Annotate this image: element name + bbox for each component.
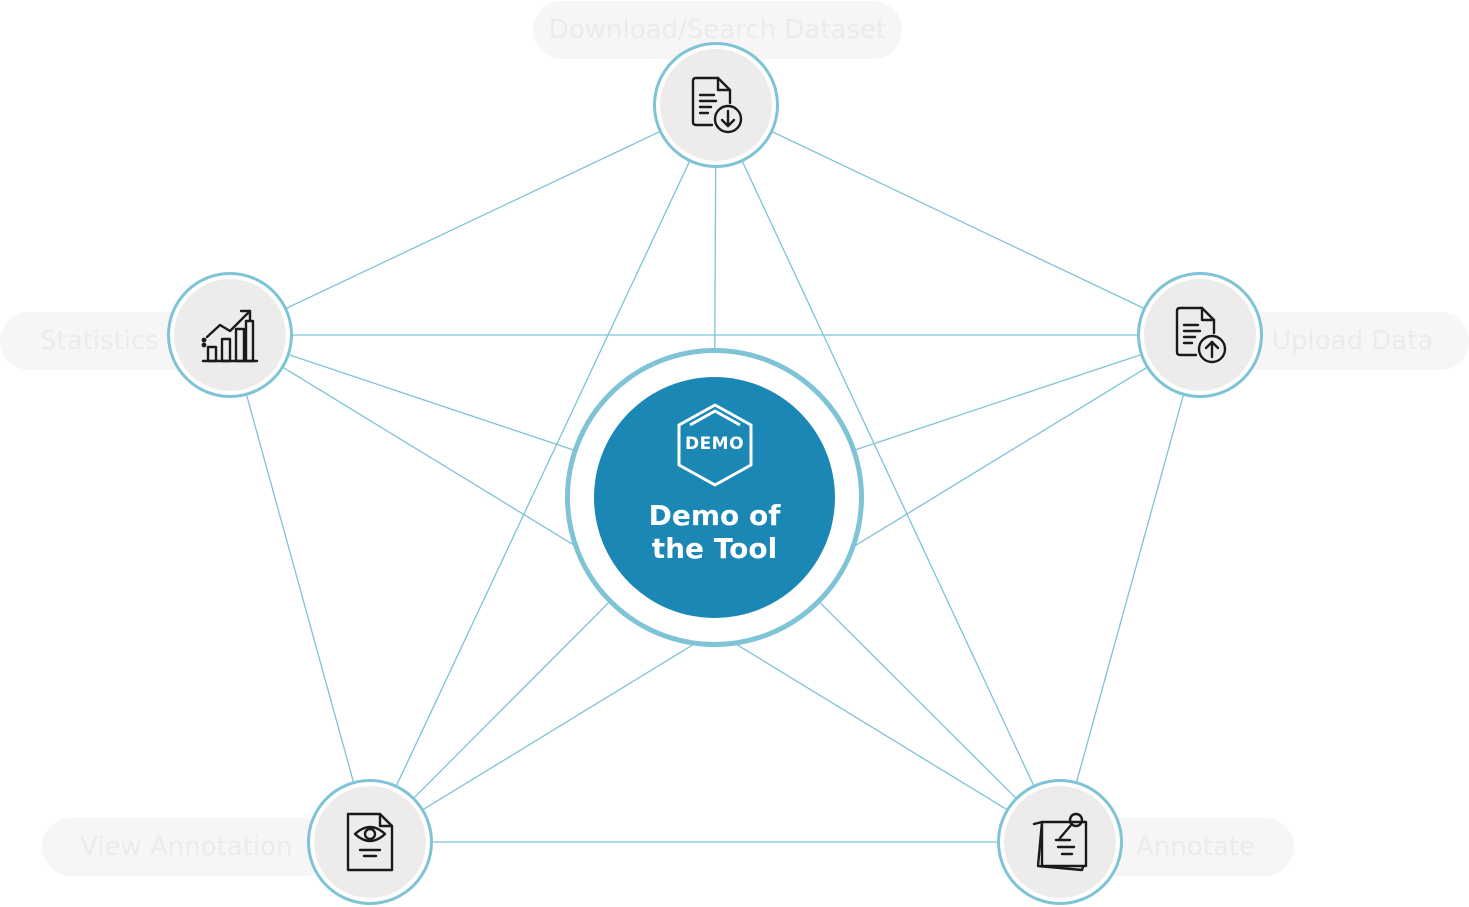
edge-line (1059, 334, 1201, 843)
file-download-icon (691, 76, 743, 134)
demo-badge-label: DEMO (684, 434, 745, 454)
center-title-line2: the Tool (651, 532, 778, 565)
node-download[interactable] (653, 42, 779, 168)
edge-line (715, 104, 1061, 843)
label-annotate: Annotate (1090, 818, 1294, 876)
demo-center-button[interactable]: DEMO Demo of the Tool (565, 348, 864, 647)
edge-line (715, 104, 1201, 336)
edge-line (229, 104, 717, 336)
label-view-annotation: View Annotation (42, 818, 332, 876)
label-statistics: Statistics (0, 312, 200, 370)
node-upload[interactable] (1137, 272, 1263, 398)
edge-line (229, 334, 371, 843)
document-eye-icon (346, 812, 394, 872)
edge-line (369, 104, 717, 843)
demo-badge: DEMO (670, 399, 760, 489)
node-annotate[interactable] (997, 779, 1123, 905)
hexagon-icon (677, 403, 752, 487)
demo-center-disc: DEMO Demo of the Tool (594, 377, 835, 618)
sticky-note-pin-icon (1032, 812, 1088, 872)
node-view-annotation[interactable] (307, 779, 433, 905)
center-title: Demo of the Tool (615, 499, 815, 565)
file-upload-icon (1175, 306, 1227, 364)
bar-chart-trend-icon (201, 309, 259, 363)
node-statistics[interactable] (167, 272, 293, 398)
center-title-line1: Demo of (648, 499, 781, 532)
